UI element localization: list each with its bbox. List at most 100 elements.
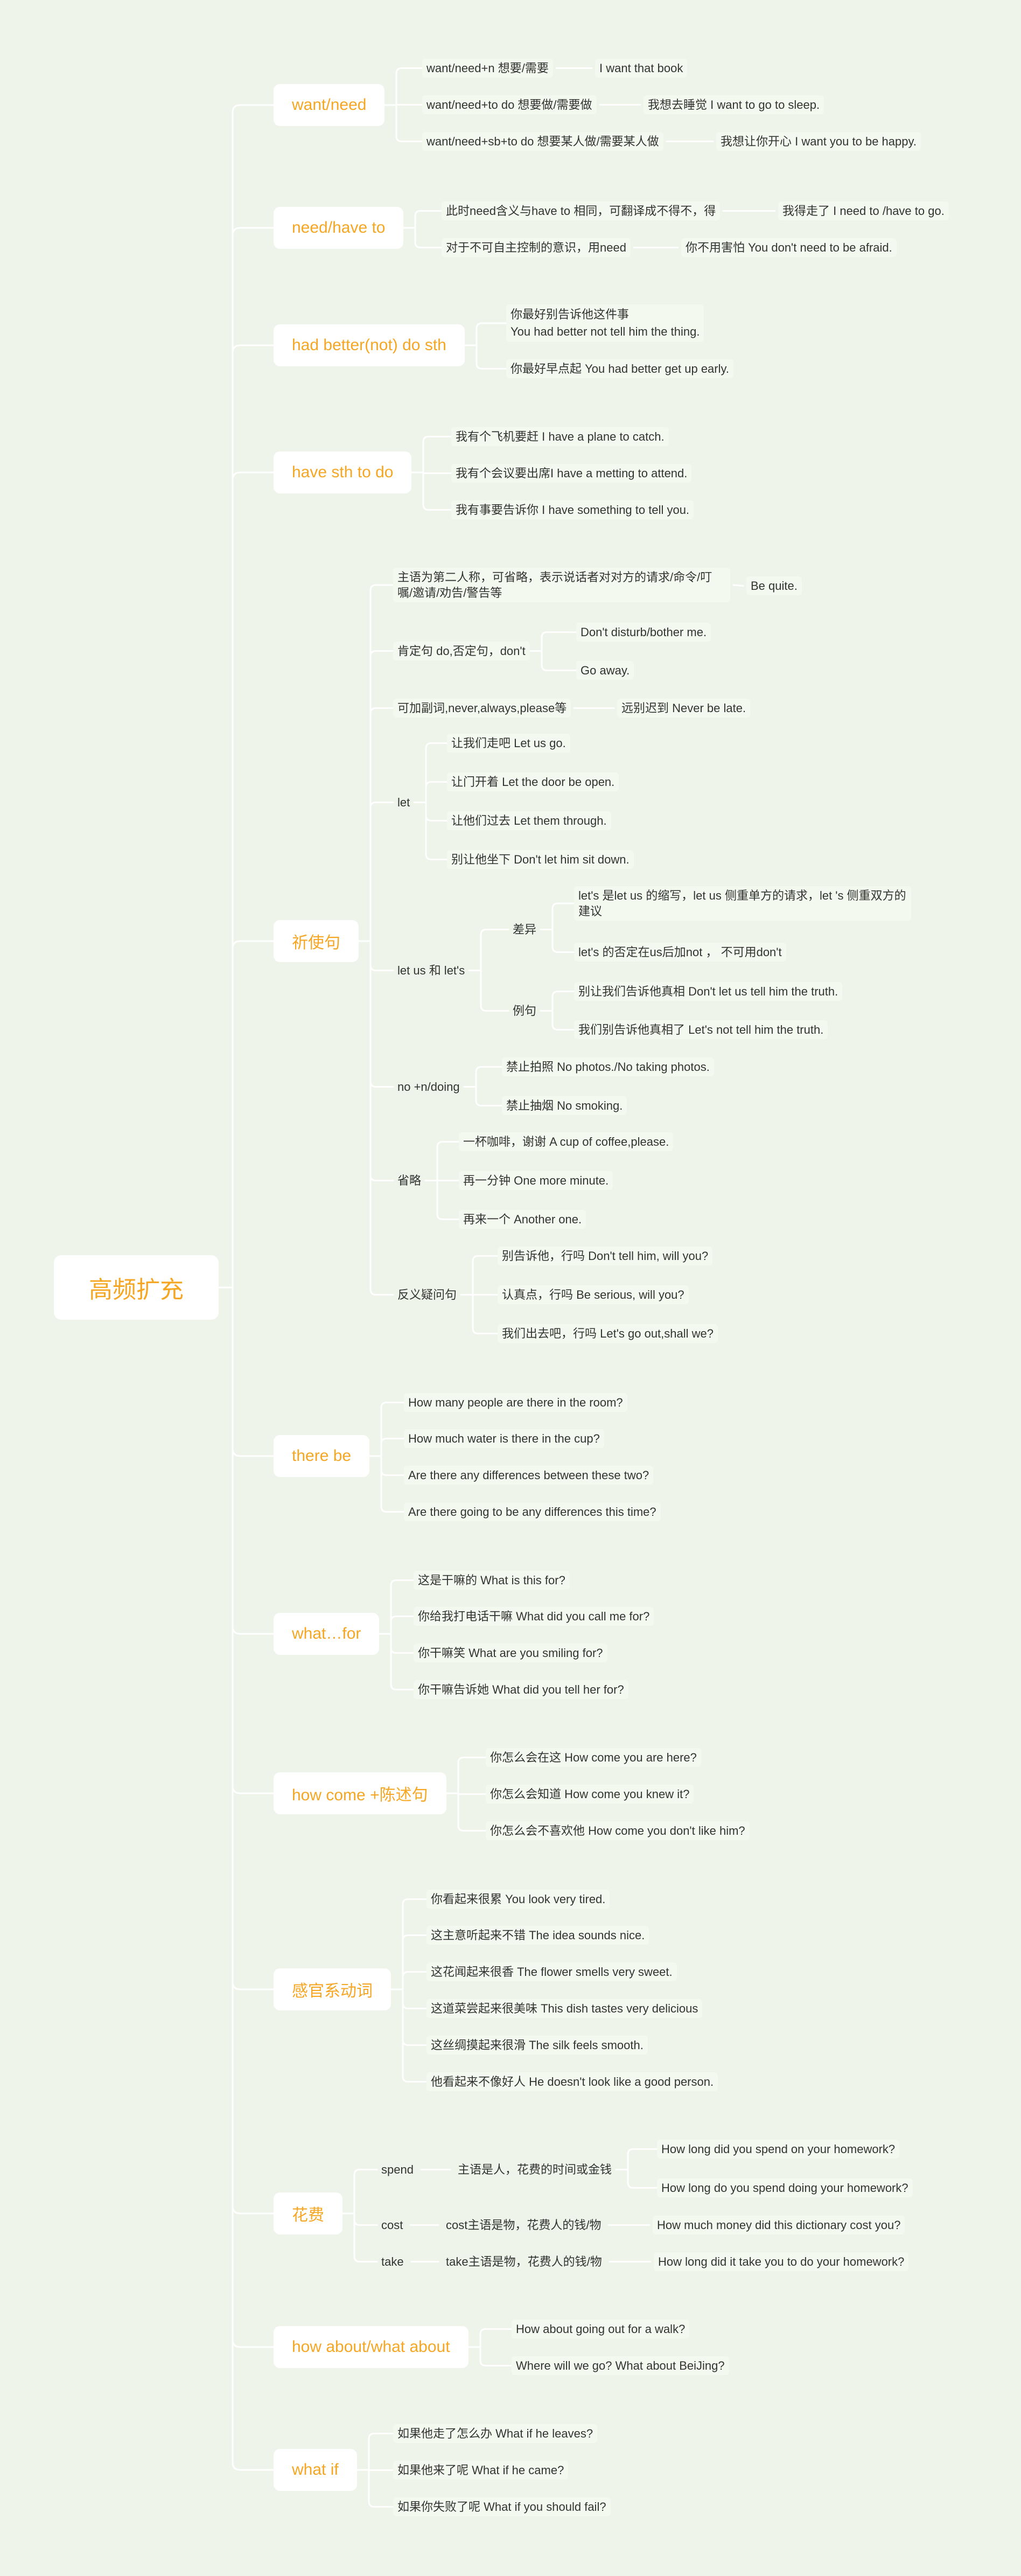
topic-want-need: want/need bbox=[274, 84, 385, 126]
example-one-more-minute: 再一分钟 One more minute. bbox=[459, 1171, 613, 1190]
connector bbox=[390, 1683, 415, 1690]
rule-take: take主语是物，花费人的钱/物 bbox=[446, 2255, 602, 2268]
example-be-quite: Be quite. bbox=[746, 576, 802, 595]
connector bbox=[232, 227, 275, 236]
connector bbox=[395, 135, 423, 142]
branch-examples: 例句 bbox=[513, 1004, 537, 1018]
connector bbox=[402, 2002, 428, 2009]
connector bbox=[380, 1469, 405, 1476]
connector bbox=[232, 104, 275, 114]
connector bbox=[353, 2169, 378, 2176]
example-lets-not-tell: 我们别告诉他真相了 Let's not tell him the truth. bbox=[574, 1020, 828, 1039]
topic-need-have-to: need/have to bbox=[274, 207, 404, 249]
example-cup-of-coffee: 一杯咖啡，谢谢 A cup of coffee,please. bbox=[459, 1132, 674, 1151]
connector bbox=[390, 1647, 415, 1654]
example-have-meeting: 我有个会议要出席I have a metting to attend. bbox=[451, 464, 692, 483]
topic-spend-cost: 花费 bbox=[274, 2192, 342, 2234]
connector bbox=[402, 2039, 428, 2046]
example-want-book: I want that book bbox=[595, 59, 688, 78]
topic-how-about: how about/what about bbox=[274, 2326, 468, 2368]
example-dont-let-us-tell: 别让我们告诉他真相 Don't let us tell him the trut… bbox=[574, 982, 843, 1001]
connector bbox=[368, 2501, 394, 2508]
topic-had-better: had better(not) do sth bbox=[274, 324, 465, 366]
connector bbox=[627, 2148, 658, 2155]
example-tastes-delicious: 这道菜尝起来很美味 This dish tastes very deliciou… bbox=[426, 1999, 703, 2018]
connector bbox=[472, 1327, 499, 1334]
topic-there-be: there be bbox=[274, 1435, 370, 1477]
example-spend-doing-homework: How long do you spend doing your homewor… bbox=[657, 2178, 913, 2197]
branch-let-us-lets: let us 和 let's bbox=[397, 964, 465, 977]
example-how-much-water: How much water is there in the cup? bbox=[404, 1429, 604, 1448]
connector bbox=[480, 1005, 509, 1012]
example-had-better-early: 你最好早点起 You had better get up early. bbox=[506, 359, 733, 378]
example-look-like-person: 他看起来不像好人 He doesn't look like a good per… bbox=[426, 2072, 718, 2091]
example-had-better-not-en: You had better not tell him the thing. bbox=[510, 325, 700, 338]
connector bbox=[368, 2433, 394, 2440]
connector bbox=[425, 814, 448, 821]
example-what-if-leaves: 如果他走了怎么办 What if he leaves? bbox=[393, 2424, 598, 2443]
connector bbox=[369, 1174, 394, 1181]
example-what-if-came: 如果他来了呢 What if he came? bbox=[393, 2461, 569, 2480]
connector bbox=[475, 1066, 503, 1073]
example-tell-her-for: 你干嘛告诉她 What did you tell her for? bbox=[414, 1680, 628, 1699]
example-smells-sweet: 这花闻起来很香 The flower smells very sweet. bbox=[426, 1962, 677, 1981]
connector bbox=[232, 1625, 275, 1635]
connector bbox=[627, 2182, 658, 2189]
rule-need-have-to: 此时need含义与have to 相同，可翻译成不得不，得 bbox=[442, 201, 721, 220]
branch-tag-question: 反义疑问句 bbox=[397, 1288, 457, 1301]
connector bbox=[732, 584, 744, 587]
note-lets-negative: let's 的否定在us后加not ， 不可用don't bbox=[574, 943, 786, 962]
example-be-serious: 认真点，行吗 Be serious, will you? bbox=[498, 1285, 689, 1304]
example-let-us-go: 让我们走吧 Let us go. bbox=[447, 734, 570, 753]
topic-what-if: what if bbox=[274, 2449, 357, 2491]
connector bbox=[475, 322, 507, 330]
example-how-come-here: 你怎么会在这 How come you are here? bbox=[486, 1748, 701, 1767]
branch-no-doing: no +n/doing bbox=[397, 1080, 460, 1094]
example-let-them-through: 让他们过去 Let them through. bbox=[447, 811, 611, 830]
example-let-door-open: 让门开着 Let the door be open. bbox=[447, 772, 619, 791]
rule-spend: 主语是人，花费的时间或金钱 bbox=[458, 2163, 612, 2176]
connector bbox=[402, 2076, 428, 2083]
connector bbox=[425, 853, 448, 860]
rule-want-to-do: want/need+to do 想要做/需要做 bbox=[422, 95, 597, 114]
connector bbox=[551, 1024, 575, 1031]
connector bbox=[390, 1579, 415, 1586]
rule-do-dont: 肯定句 do,否定句，don't bbox=[393, 642, 530, 660]
branch-take: take bbox=[381, 2255, 404, 2268]
branch-let: let bbox=[397, 796, 410, 809]
connector bbox=[369, 802, 394, 809]
connector bbox=[479, 2359, 513, 2366]
connector bbox=[390, 1616, 415, 1623]
example-how-come-dont-like: 你怎么会不喜欢他 How come you don't like him? bbox=[486, 1821, 750, 1840]
connector bbox=[232, 1447, 275, 1457]
connector bbox=[395, 67, 423, 74]
connector bbox=[436, 1141, 460, 1148]
example-any-differences: Are there any differences between these … bbox=[404, 1466, 654, 1485]
example-look-tired: 你看起来很累 You look very tired. bbox=[426, 1890, 610, 1909]
example-dont-let-him: 别让他坐下 Don't let him sit down. bbox=[447, 850, 634, 869]
example-going-for-walk: How about going out for a walk? bbox=[512, 2320, 690, 2338]
connector bbox=[541, 631, 577, 638]
example-how-come-knew: 你怎么会知道 How come you knew it? bbox=[486, 1785, 694, 1804]
example-call-me-for: 你给我打电话干嘛 What did you call me for? bbox=[414, 1607, 654, 1626]
example-need-go: 我得走了 I need to /have to go. bbox=[778, 201, 949, 220]
connector bbox=[232, 471, 275, 481]
example-take-homework: How long did it take you to do your home… bbox=[654, 2252, 909, 2271]
branch-difference: 差异 bbox=[513, 923, 537, 936]
example-have-something: 我有事要告诉你 I have something to tell you. bbox=[451, 500, 694, 519]
connector bbox=[436, 1213, 460, 1220]
example-had-better-not-cn: 你最好别告诉他这件事 bbox=[510, 308, 630, 321]
connector bbox=[457, 1757, 487, 1764]
connector bbox=[480, 929, 509, 936]
connector bbox=[353, 2219, 378, 2226]
example-going-to-be: Are there going to be any differences th… bbox=[404, 1502, 661, 1521]
root-topic: 高频扩充 bbox=[54, 1255, 219, 1320]
connector bbox=[541, 664, 577, 671]
example-have-plane: 我有个飞机要赶 I have a plane to catch. bbox=[451, 427, 669, 446]
connector bbox=[369, 964, 394, 971]
example-lets-go-out: 我们出去吧，行吗 Let's go out,shall we? bbox=[498, 1324, 718, 1343]
example-had-better-not: 你最好别告诉他这件事 You had better not tell him th… bbox=[506, 304, 704, 342]
connector bbox=[232, 1981, 275, 1990]
example-go-away: Go away. bbox=[576, 661, 634, 680]
